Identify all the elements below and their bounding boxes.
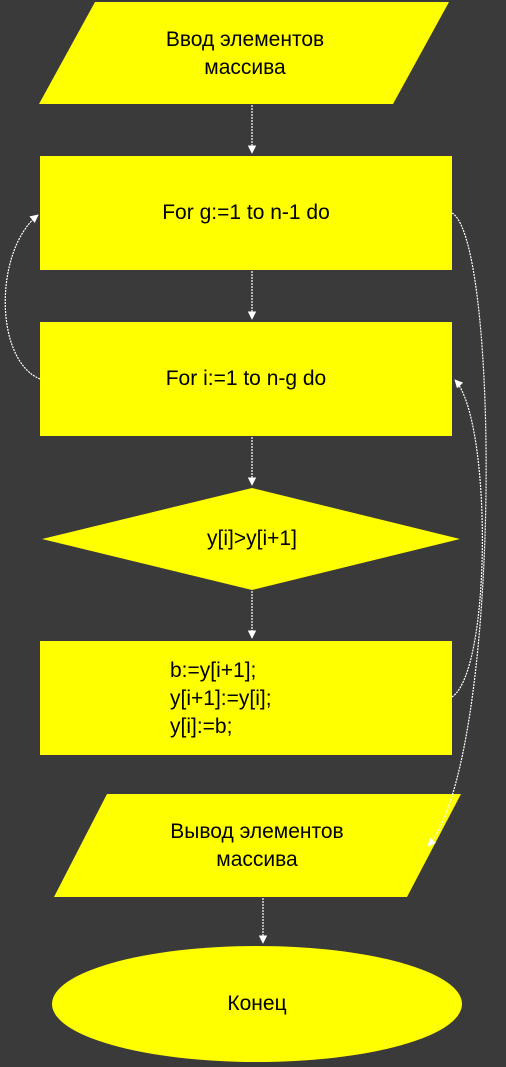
connector-swap-back-to-loop-i [451,379,483,698]
output-label: Вывод элементов массива [107,806,407,886]
connector-loop-g-exit-to-output [427,212,487,847]
swap-rect-shape [40,641,452,755]
loop-i-label-text: For i:=1 to n-g do [165,367,327,390]
input-label: Ввод элементов массива [95,14,395,94]
loop-g-label: For g:=1 to n-1 do [40,156,452,270]
condition-diamond-shape [42,488,460,590]
loop-g-label-text: For g:=1 to n-1 do [162,201,330,224]
input-label-line-1: Ввод элементов [165,28,325,51]
input-parallelogram-shape [39,2,449,104]
condition-label: y[i]>y[i+1] [150,519,354,559]
loop-i-label: For i:=1 to n-g do [40,322,452,436]
loop-i-rect-shape [40,322,452,436]
input-label-line-2: массива [204,56,286,79]
end-label-text: Конец [227,992,287,1015]
connector-loop-i-back-to-loop-g [4,214,41,380]
swap-label-line-1: b:=y[i+1]; [170,659,257,682]
output-parallelogram-shape [54,794,461,897]
condition-label-text: y[i]>y[i+1] [207,527,297,550]
output-label-line-2: массива [216,848,298,871]
end-ellipse-shape [52,946,462,1062]
swap-label-line-2: y[i+1]:=y[i]; [170,687,272,710]
output-label-line-1: Вывод элементов [170,820,344,843]
swap-label: b:=y[i+1]; y[i+1]:=y[i]; y[i]:=b; [170,655,390,743]
end-label: Конец [157,984,357,1024]
swap-label-line-3: y[i]:=b; [170,715,233,738]
loop-g-rect-shape [40,156,452,270]
